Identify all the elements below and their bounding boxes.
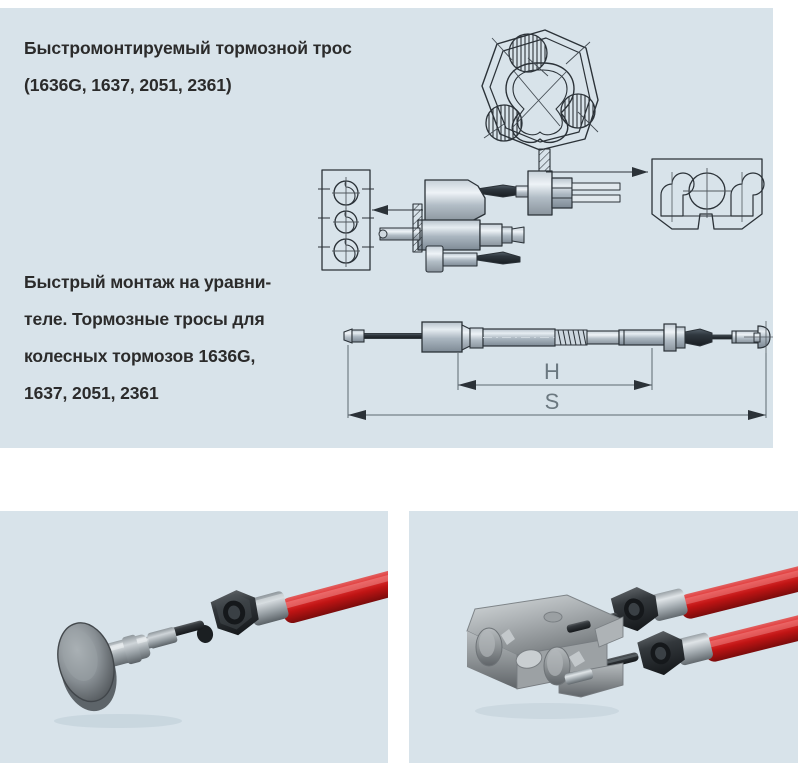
product-info-panel: H S Быстромонтируемый тормозной трос (16… (0, 8, 773, 448)
headline-secondary: Быстрый монтаж на уравни- теле. Тормозны… (24, 264, 342, 412)
quick-fit-assembly-view (378, 179, 560, 273)
full-cable-elevation-view: H S (343, 321, 773, 420)
cross-section-leader (538, 148, 551, 172)
dimension-line-h: H (458, 359, 652, 390)
photo-brake-cable-single (0, 511, 388, 763)
equalizer-bracket (466, 594, 624, 698)
dimension-label-s: S (545, 389, 560, 414)
mounting-bracket-front-view (318, 169, 374, 271)
photo-brake-cable-single-image (0, 511, 388, 763)
dimension-label-h: H (544, 359, 560, 384)
photo-brake-cables-equalizer (409, 511, 798, 763)
cable-cross-section-view (481, 29, 599, 151)
headline-secondary-line-1: Быстрый монтаж на уравни- (24, 272, 272, 292)
dimension-line-s: S (348, 389, 766, 420)
headline-primary-line-2: (1636G, 1637, 2051, 2361) (24, 75, 232, 95)
headline-primary: Быстромонтируемый тормозной трос (1636G,… (24, 30, 354, 104)
technical-drawing: H S (318, 29, 773, 420)
bulkhead-nut-view (527, 170, 621, 216)
equalizer-arrow-right (546, 167, 648, 177)
photo-brake-cables-equalizer-image (409, 511, 798, 763)
headline-primary-line-1: Быстромонтируемый тормозной трос (24, 38, 352, 58)
headline-secondary-line-2: теле. Тормозные тросы для (24, 309, 265, 329)
headline-secondary-line-3: колесных тормозов 1636G, (24, 346, 256, 366)
headline-secondary-line-4: 1637, 2051, 2361 (24, 383, 159, 403)
equalizer-plate-view (651, 158, 765, 230)
